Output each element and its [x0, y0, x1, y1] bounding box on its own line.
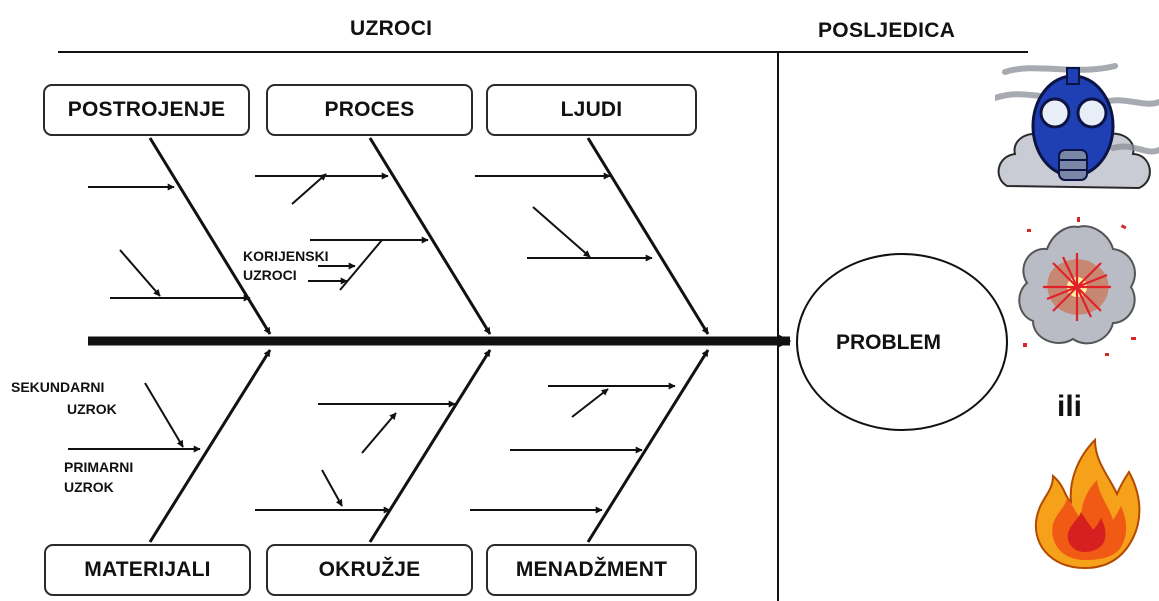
root-causes-label-line1: KORIJENSKI	[243, 248, 329, 264]
bone-proces	[368, 137, 492, 335]
explosion-icon	[1018, 217, 1136, 356]
category-ljudi: LJUDI	[486, 84, 697, 136]
gas-mask-icon	[995, 63, 1159, 190]
bone-menadzment	[586, 349, 710, 543]
bone-ljudi	[586, 137, 710, 335]
sub-cause-arrow	[119, 249, 161, 297]
category-postrojenje: POSTROJENJE	[43, 84, 250, 136]
category-okruzje: OKRUŽJE	[266, 544, 473, 596]
fire-icon	[1034, 437, 1141, 570]
bone-postrojenje	[148, 137, 272, 335]
secondary-cause-label-line1: SEKUNDARNI	[11, 379, 105, 395]
category-menadzment: MENADŽMENT	[486, 544, 697, 596]
sub-cause-arrow	[532, 206, 591, 258]
bone-okruzje	[368, 349, 492, 543]
secondary-cause-arrow	[144, 382, 184, 448]
primary-cause-label-line1: PRIMARNI	[64, 459, 134, 475]
or-text: ili	[1057, 390, 1083, 423]
problem-ellipse	[796, 253, 1008, 431]
bone-materijali	[148, 349, 272, 543]
problem-label: PROBLEM	[836, 331, 941, 354]
secondary-cause-label-line2: UZROK	[67, 401, 117, 417]
primary-cause-label-line2: UZROK	[64, 479, 114, 495]
sub-cause-arrow	[321, 469, 343, 507]
sub-cause-arrow	[571, 388, 609, 418]
sub-cause-arrow	[361, 412, 397, 454]
category-materijali: MATERIJALI	[44, 544, 251, 596]
category-proces: PROCES	[266, 84, 473, 136]
sub-cause-arrow	[291, 173, 327, 205]
causes-header: UZROCI	[350, 17, 433, 40]
effect-header: POSLJEDICA	[818, 19, 956, 42]
root-causes-label-line2: UZROCI	[243, 267, 297, 283]
